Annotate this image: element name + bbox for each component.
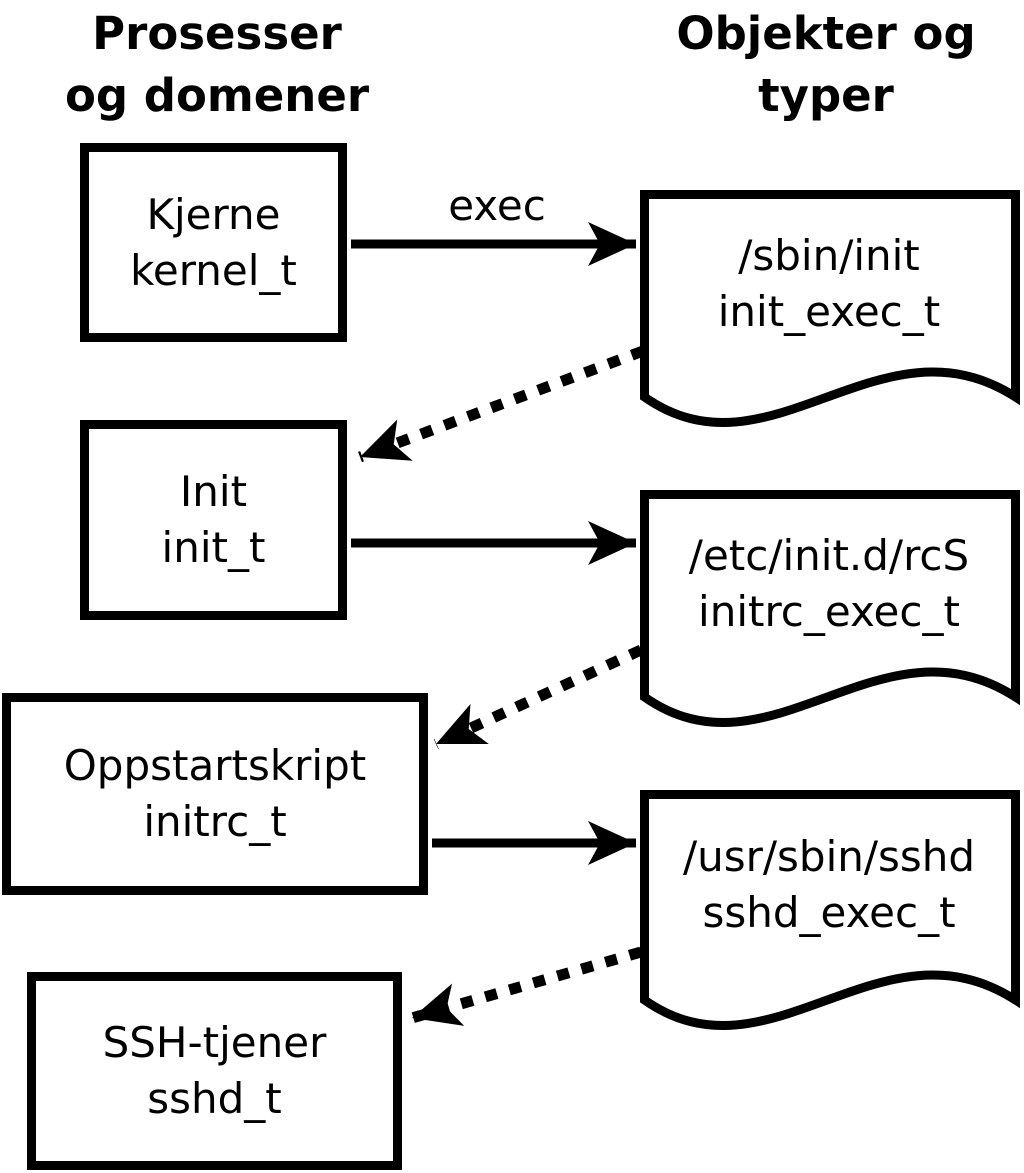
column-header-processes: Prosesser og domener [10,2,424,128]
process-label-kernel: Kjerne kernel_t [80,143,347,342]
exec-label: exec [417,183,577,229]
object-type: initrc_exec_t [698,586,960,636]
process-name: SSH-tjener [102,1018,327,1067]
process-label-init: Init init_t [80,420,347,620]
transition-arrow-to-sshd [410,946,643,1026]
process-name: Oppstartskript [63,741,367,790]
process-name: Kjerne [146,189,281,239]
transition-arrow-to-initrc [433,645,644,749]
process-box-initrc [2,693,428,895]
object-path: /etc/init.d/rcS [688,530,970,580]
process-domain: kernel_t [130,245,297,295]
column-header-objects-line2: typer [758,69,894,122]
exec-label-text: exec [448,181,546,230]
process-label-initrc: Oppstartskript initrc_t [2,693,428,895]
process-label-sshd: SSH-tjener sshd_t [27,972,402,1170]
object-path: /sbin/init [738,230,920,280]
process-box-kernel [80,143,347,342]
process-name: Init [179,467,248,516]
process-domain: initrc_t [143,797,287,846]
column-header-processes-line2: og domener [64,69,370,122]
object-label-sshd: /usr/sbin/sshd sshd_exec_t [640,790,1018,1000]
process-box-init [80,420,347,620]
object-type: sshd_exec_t [702,888,956,937]
process-domain: init_t [161,523,266,572]
column-header-processes-line1: Prosesser [92,7,342,60]
process-domain: sshd_t [147,1074,282,1123]
object-path: /usr/sbin/sshd [682,832,976,881]
object-document-rcs [640,490,1020,727]
transition-arrow-to-init [358,345,645,463]
object-type: init_exec_t [717,286,941,336]
process-box-sshd [27,972,402,1170]
object-label-init: /sbin/init init_exec_t [640,190,1018,397]
object-label-rcs: /etc/init.d/rcS initrc_exec_t [640,490,1018,697]
object-document-sshd [640,790,1020,1030]
column-header-objects-line1: Objekter og [676,7,976,60]
column-header-objects: Objekter og typer [619,2,1024,128]
object-document-init [640,190,1020,427]
